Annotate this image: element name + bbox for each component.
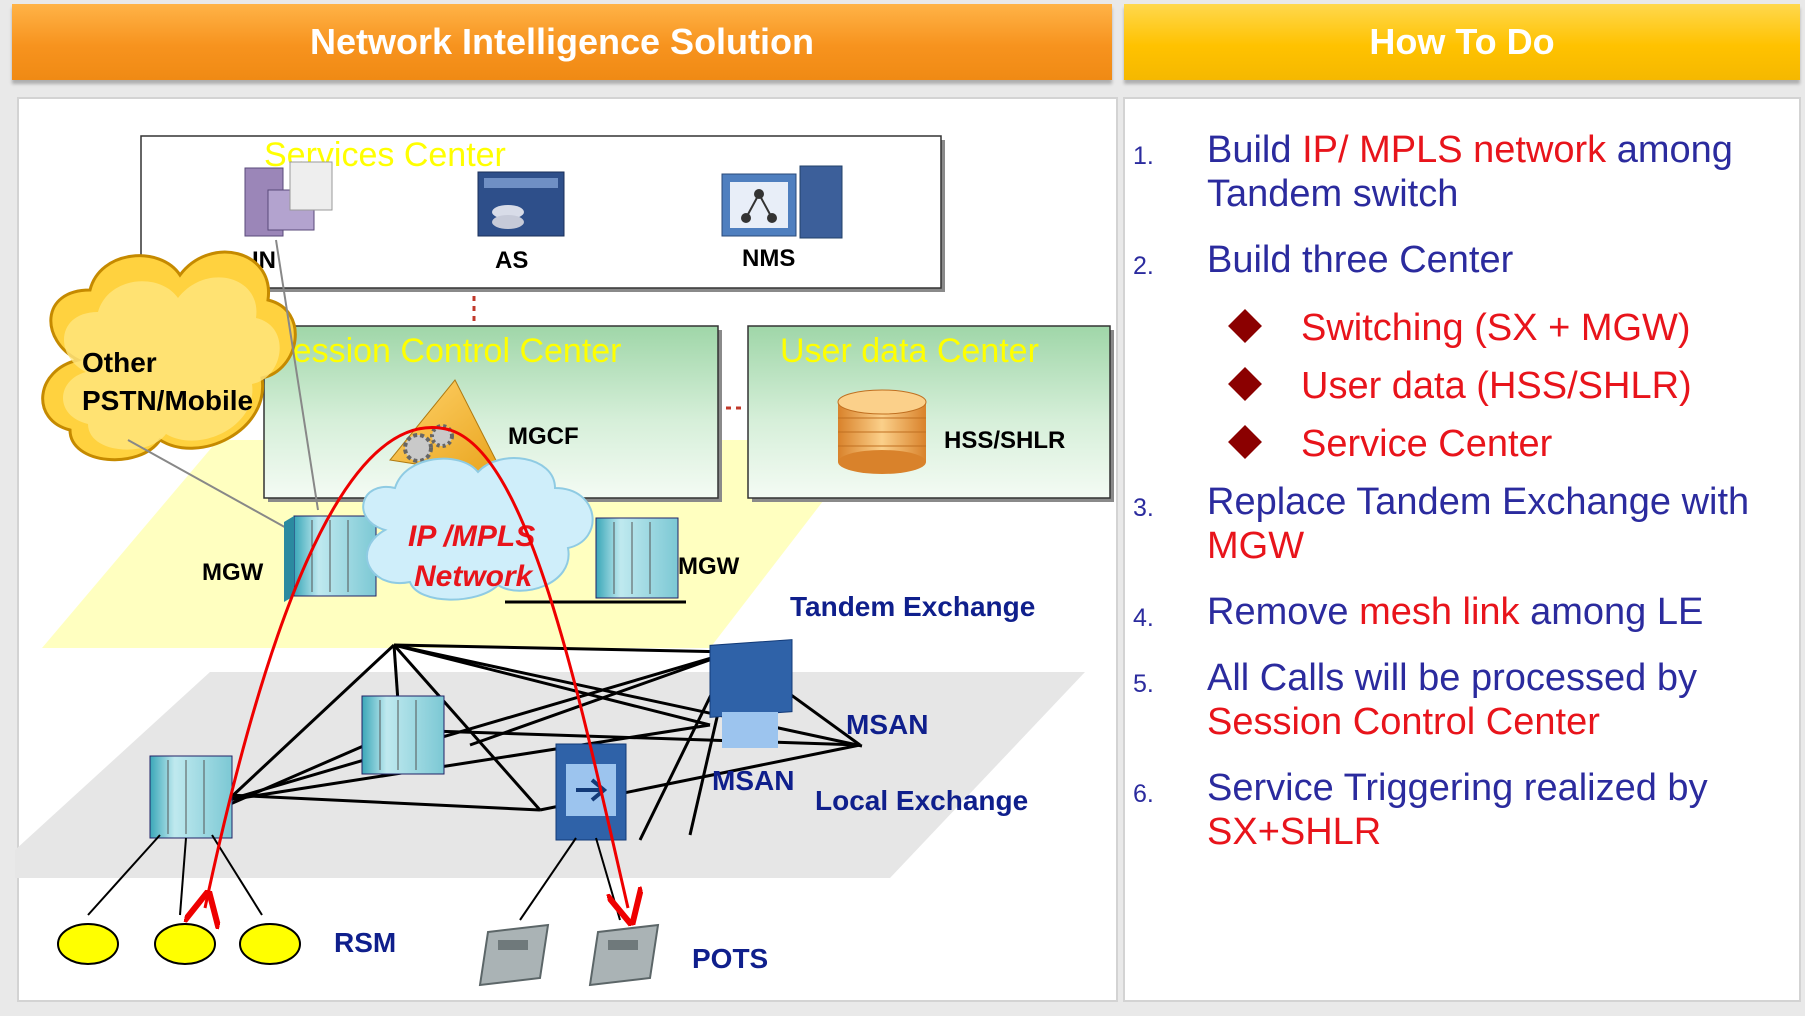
diamond-bullet-icon: [1228, 309, 1262, 343]
sub-step-text: Switching (SX + MGW): [1301, 307, 1691, 349]
mgw-left-cabinet-icon: [284, 515, 377, 602]
step-number: 4.: [1133, 604, 1154, 632]
call-path-arrow: [205, 426, 628, 908]
other-network-line-1: Other: [82, 347, 157, 378]
ip-network-line-2: Network: [414, 560, 534, 593]
mgw-right-cabinet-icon: [595, 517, 679, 599]
phone-1-icon: [478, 923, 550, 987]
userdata-center-box: [747, 325, 1111, 499]
nms-server-icon: [721, 165, 843, 239]
step-highlight-text: mesh link: [1359, 591, 1520, 633]
userdata-center-title: User data Center: [780, 332, 1039, 370]
mgw-right-label: MGW: [678, 553, 740, 580]
hss-database-icon: [837, 389, 927, 474]
local-plane: [15, 672, 1085, 878]
rsm-node-3: [239, 923, 301, 965]
step-item: 6. Service Triggering realized by SX+SHLR: [1125, 766, 1795, 854]
sub-step-text: Service Center: [1301, 423, 1553, 465]
step-highlight-text: MGW: [1207, 525, 1305, 567]
sub-step-item: Service Center: [1125, 422, 1795, 466]
rsm-label: RSM: [334, 927, 396, 958]
hss-label: HSS/SHLR: [944, 427, 1065, 454]
mgcf-label: MGCF: [508, 423, 579, 450]
step-text: Build three Center: [1207, 239, 1514, 281]
steps-panel: [1123, 97, 1801, 1002]
right-header-title: How To Do: [1369, 21, 1555, 62]
msan-bottom-label: MSAN: [712, 765, 794, 796]
rsm-node-1: [57, 923, 119, 965]
step-number: 2.: [1133, 252, 1154, 280]
mgw-left-label: MGW: [202, 559, 264, 586]
step-number: 3.: [1133, 494, 1154, 522]
msan-bottom-icon: [555, 743, 627, 841]
step-text: Build: [1207, 129, 1303, 171]
phone-2-icon: [588, 923, 660, 987]
step-text: Replace Tandem Exchange with: [1207, 481, 1750, 523]
step-text: Remove: [1207, 591, 1360, 633]
other-network-cloud: [41, 250, 297, 462]
ip-network-line-1: IP /MPLS: [408, 520, 535, 553]
diamond-bullet-icon: [1228, 425, 1262, 459]
le-cabinet-icon: [361, 695, 445, 775]
diamond-bullet-icon: [1228, 367, 1262, 401]
rsm-host-cabinet-icon: [149, 755, 233, 839]
right-header: How To Do: [1124, 4, 1800, 80]
step-text: All Calls will be processed by: [1207, 657, 1697, 699]
step-number: 6.: [1133, 780, 1154, 808]
other-network-line-2: PSTN/Mobile: [82, 385, 253, 416]
in-mgw-link: [275, 239, 319, 511]
as-label: AS: [495, 247, 528, 274]
as-server-icon: [477, 171, 565, 237]
local-exchange-label: Local Exchange: [815, 785, 1028, 816]
nms-label: NMS: [742, 245, 795, 272]
step-number: 5.: [1133, 670, 1154, 698]
rsm-node-2: [154, 923, 216, 965]
pots-label: POTS: [692, 943, 768, 974]
step-item: 2. Build three Center: [1125, 238, 1795, 282]
step-highlight-text: SX+SHLR: [1207, 811, 1382, 853]
steps-list: 1. Build IP/ MPLS network among Tandem sw…: [1125, 128, 1795, 854]
ip-network-label: IP /MPLS Network: [408, 520, 544, 593]
sub-step-item: User data (HSS/SHLR): [1125, 364, 1795, 408]
step-item: 1. Build IP/ MPLS network among Tandem sw…: [1125, 128, 1795, 216]
sub-step-item: Switching (SX + MGW): [1125, 306, 1795, 350]
step-text: Service Triggering realized by: [1207, 767, 1708, 809]
in-server-icon: [244, 161, 333, 237]
step-highlight-text: IP/ MPLS network: [1302, 129, 1607, 171]
left-header-title: Network Intelligence Solution: [309, 21, 815, 62]
msan-top-label: MSAN: [846, 709, 928, 740]
sub-step-text: User data (HSS/SHLR): [1301, 365, 1692, 407]
step-number: 1.: [1133, 142, 1154, 170]
step-item: 5. All Calls will be processed by Session…: [1125, 656, 1795, 744]
msan-top-icon: [709, 639, 793, 748]
pstn-mgw-link: [127, 439, 291, 531]
left-header: Network Intelligence Solution: [12, 4, 1112, 80]
ip-network-cloud: [362, 457, 594, 601]
tandem-exchange-label: Tandem Exchange: [790, 591, 1035, 622]
step-highlight-text: Session Control Center: [1207, 701, 1600, 743]
step-item: 3. Replace Tandem Exchange with MGW: [1125, 480, 1795, 568]
step-item: 4. Remove mesh link among LE: [1125, 590, 1795, 634]
step-text: among LE: [1519, 591, 1704, 633]
session-center-title: Session Control Center: [270, 332, 622, 370]
step-text: among Tandem switch: [1207, 129, 1733, 215]
other-network-label: Other PSTN/Mobile: [82, 347, 253, 416]
